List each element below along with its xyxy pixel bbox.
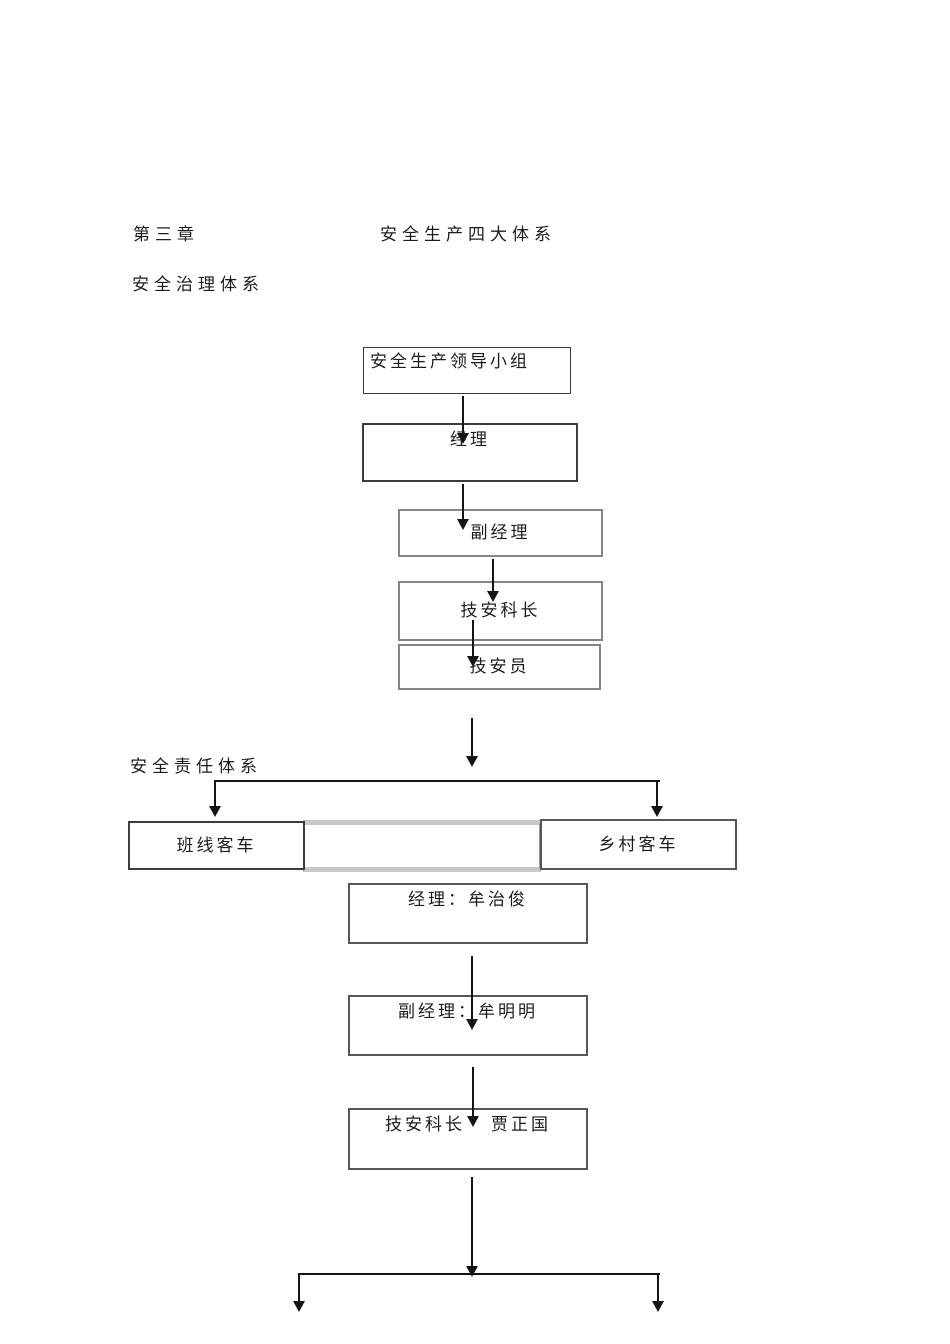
empty-middle-box [303,820,541,872]
node-deputy-manager: 副经理 [398,509,603,557]
node-label-title: 技安科长 [385,1115,465,1134]
arrow-manager-to-deputy-name [466,956,478,1030]
arrow-bottom-left [293,1273,305,1312]
node-safety-chief: 技安科长 [398,581,603,641]
node-manager-name: 经理：牟治俊 [348,883,588,944]
node-rural-bus: 乡村客车 [540,819,737,870]
arrow-to-left-branch [209,780,221,817]
node-label: 副经理 [470,523,531,542]
arrow-deputy-to-chief-name [467,1067,479,1127]
node-safety-officer: 技安员 [398,644,601,690]
node-label: 经理 [450,430,490,449]
node-label: 技安员 [469,657,530,676]
arrow-deputy-to-chief [487,559,499,602]
node-label: 技安科长 [460,601,541,620]
node-label: 乡村客车 [598,834,679,854]
arrow-governance-to-responsibility [466,718,478,767]
node-label: 经理：牟治俊 [408,890,528,909]
branch-connector-line [214,780,660,782]
node-label-name: 贾正国 [491,1115,551,1134]
arrow-to-right-branch [651,780,663,817]
bottom-split-connector-line [298,1273,660,1275]
node-label: 班线客车 [176,835,257,855]
arrow-bottom-right [652,1273,664,1312]
chapter-title: 安全生产四大体系 [380,225,556,244]
governance-section-title: 安全治理体系 [132,275,264,294]
arrow-leader-to-manager [457,396,469,444]
chapter-label: 第三章 [133,225,199,244]
node-scheduled-bus: 班线客车 [128,821,305,870]
node-safety-leader-group: 安全生产领导小组 [363,347,571,394]
arrow-manager-to-deputy [457,484,469,530]
node-label: 安全生产领导小组 [370,352,530,371]
responsibility-section-title: 安全责任体系 [130,757,262,776]
node-label: 副经理：牟明明 [398,1002,538,1021]
node-manager: 经理 [362,423,578,482]
arrow-chief-to-split [466,1177,478,1277]
arrow-chief-to-officer [467,620,479,667]
